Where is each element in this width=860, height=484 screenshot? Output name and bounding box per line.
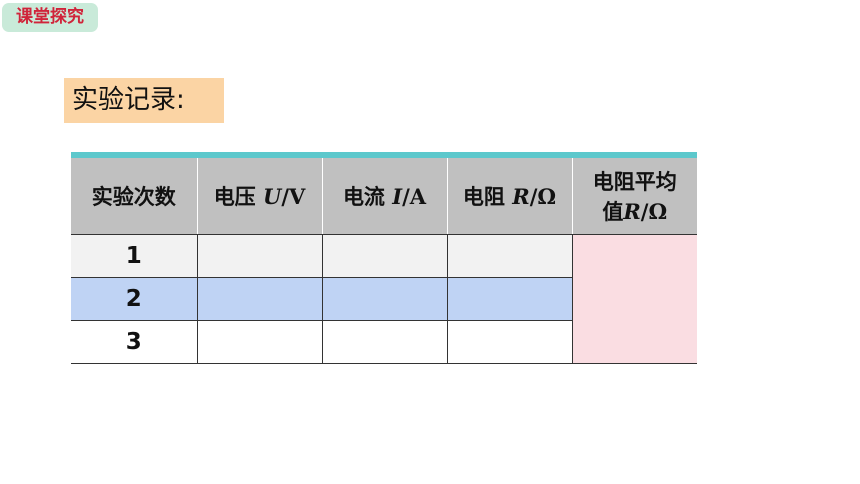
resistance-cell[interactable] [446,277,573,321]
header-resistance-symbol: R [512,183,530,209]
trial-number-cell: 3 [71,320,198,364]
header-trial-number: 实验次数 [71,158,197,235]
table-row: 1 [71,234,697,364]
header-average-label-line2: 值 [602,199,624,224]
header-current-label: 电流 [342,184,385,209]
header-voltage: 电压 U/V [196,158,322,235]
current-cell[interactable] [321,234,448,278]
experiment-table: 实验次数 电压 U/V 电流 I/A 电阻 R/Ω 电阻平均 值R/Ω [71,152,697,364]
average-resistance-cell[interactable] [571,234,697,364]
voltage-cell[interactable] [196,320,323,364]
header-voltage-unit: /V [281,183,306,209]
header-voltage-label: 电压 [213,184,256,209]
header-current-unit: /A [402,183,427,209]
voltage-cell[interactable] [196,277,323,321]
table-header-row: 实验次数 电压 U/V 电流 I/A 电阻 R/Ω 电阻平均 值R/Ω [71,158,697,235]
header-average-symbol: R [623,198,641,224]
header-resistance-label: 电阻 [462,184,505,209]
voltage-cell[interactable] [196,234,323,278]
header-current: 电流 I/A [321,158,447,235]
header-resistance-unit: /Ω [529,183,557,209]
table-row: 2 [71,277,697,321]
header-average-unit: /Ω [640,198,668,224]
trial-number-cell: 1 [71,234,198,278]
header-voltage-symbol: U [263,183,282,209]
current-cell[interactable] [321,277,448,321]
table-row: 3 [71,320,697,364]
current-cell[interactable] [321,320,448,364]
resistance-cell[interactable] [446,234,573,278]
resistance-cell[interactable] [446,320,573,364]
header-resistance: 电阻 R/Ω [446,158,572,235]
header-trial-label: 实验次数 [91,184,176,209]
header-current-symbol: I [392,183,403,209]
header-average-resistance: 电阻平均 值R/Ω [571,158,697,235]
section-badge: 课堂探究 [2,3,98,32]
trial-number-cell: 2 [71,277,198,321]
record-title: 实验记录: [64,78,224,123]
table-top-bar [71,152,697,158]
record-table: 实验次数 电压 U/V 电流 I/A 电阻 R/Ω 电阻平均 值R/Ω [71,158,697,364]
header-average-label-line1: 电阻平均 [592,169,677,194]
